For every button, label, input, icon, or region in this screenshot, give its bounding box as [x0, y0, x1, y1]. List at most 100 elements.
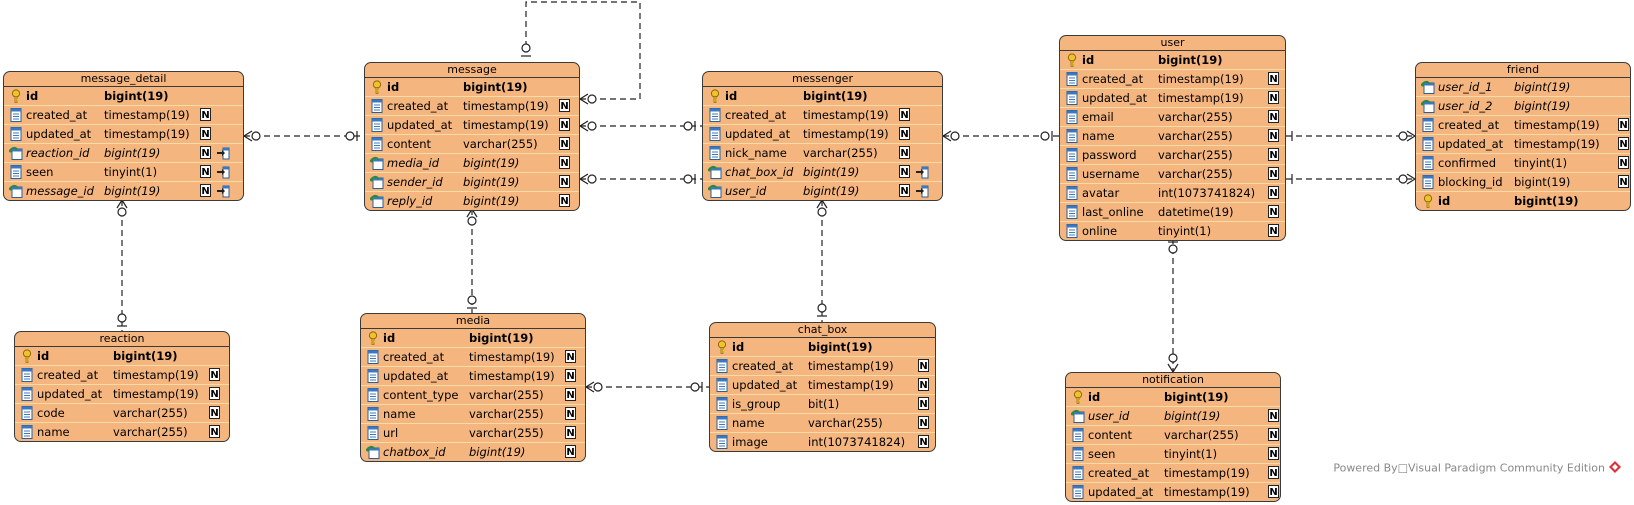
zero-marker [251, 131, 261, 141]
nullable-marker: N [899, 127, 910, 140]
nullable-marker: N [1268, 148, 1279, 161]
fk-reference-icon [216, 165, 230, 179]
column-icon [1065, 72, 1079, 86]
column-icon [1065, 91, 1079, 105]
column-name: last_online [1082, 205, 1144, 219]
nullable-marker: N [1268, 186, 1279, 199]
column-icon [1065, 110, 1079, 124]
zero-marker [950, 131, 960, 141]
column-type: bigint(19) [463, 194, 520, 208]
column-type: timestamp(19) [1158, 72, 1244, 86]
nullable-marker: N [1268, 129, 1279, 142]
footer-credit: Powered By□Visual Paradigm Community Edi… [1333, 460, 1622, 477]
column-type: bigint(19) [469, 331, 534, 345]
zero-marker [817, 303, 827, 313]
column-icon [20, 387, 34, 401]
foreign-key-icon [1070, 409, 1085, 423]
foreign-key-icon [707, 184, 722, 198]
column-name: created_at [26, 108, 88, 122]
column-type: timestamp(19) [469, 369, 555, 383]
visual-paradigm-logo-icon [1608, 460, 1622, 477]
column-icon [715, 378, 729, 392]
column-name: id [383, 331, 396, 345]
nullable-marker: N [1268, 409, 1279, 422]
column-name: content_type [383, 388, 459, 402]
column-name: is_group [732, 397, 781, 411]
column-name: created_at [37, 368, 99, 382]
nullable-marker: N [565, 350, 576, 363]
column-row[interactable]: id bigint(19) [361, 329, 585, 348]
column-type: bigint(19) [463, 80, 528, 94]
column-type: tinyint(1) [1514, 156, 1568, 170]
